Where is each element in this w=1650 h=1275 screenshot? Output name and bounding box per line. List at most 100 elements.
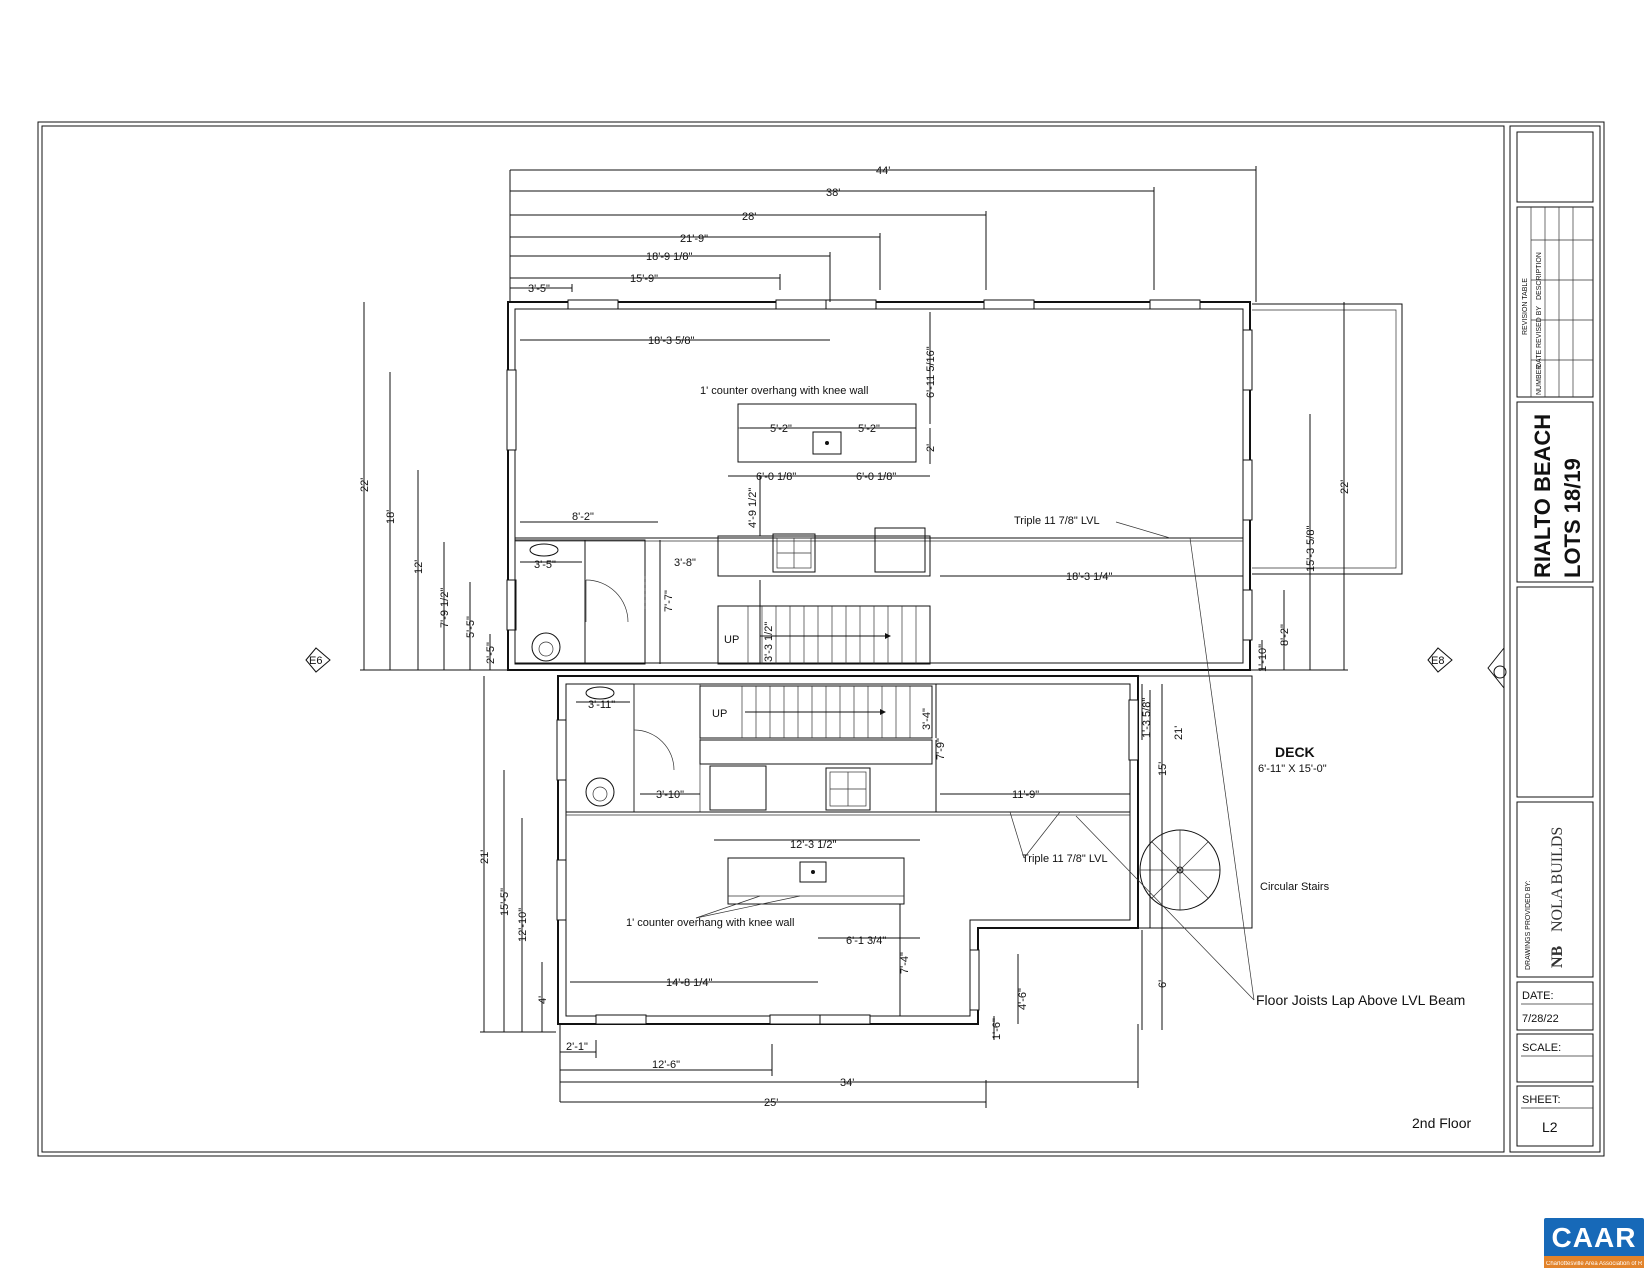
upper-closet (584, 539, 646, 665)
floor-label: 2nd Floor (1412, 1115, 1471, 1131)
dim-lower-3-11: 3'-11" (588, 699, 615, 711)
circular-stairs-label: Circular Stairs (1260, 881, 1330, 893)
upper-porch (1252, 303, 1403, 575)
dim-upper-5-2-b: 5'-2" (858, 423, 880, 435)
revision-table-label: REVISION TABLE (1522, 278, 1529, 335)
right-upper-dimension-lines (1250, 302, 1348, 671)
deck-title: DECK (1275, 744, 1315, 760)
lower-kitchen-island (727, 857, 905, 905)
lower-stairs-up-label: UP (712, 708, 727, 720)
note-counter-upper: 1' counter overhang with knee wall (700, 385, 868, 397)
revision-table (1516, 206, 1594, 398)
upper-range-icon (772, 533, 816, 573)
date-label: DATE: (1522, 990, 1554, 1002)
revision-col-date: DATE (1536, 350, 1543, 368)
dim-lower-14-8: 14'-8 1/4" (666, 977, 712, 989)
caar-logo-text: CAAR (1551, 1222, 1637, 1253)
lower-range-icon (825, 767, 871, 811)
revision-col-revised: REVISED BY (1536, 306, 1543, 348)
upper-stairs (717, 605, 931, 665)
upper-room-dimension-lines (520, 312, 1243, 664)
caar-badge-subtitle: Charlottesville Area Association of REAL… (1546, 1261, 1642, 1267)
north-arrow-icon (1487, 646, 1507, 690)
dim-upper-3-5: 3'-5" (534, 559, 556, 571)
dim-lower-6-1: 6'-1 3/4" (846, 935, 886, 947)
dim-lower-6: 6' (1157, 980, 1169, 988)
dim-left-18: 18' (385, 510, 397, 524)
dim-right-1-10: 1'-10" (1257, 644, 1269, 672)
dim-left-lower-15-5: 15'-5" (499, 888, 511, 916)
svg-text:E8: E8 (1431, 655, 1444, 667)
revision-col-number: NUMBER (1536, 365, 1543, 395)
dim-lower-11-9: 11'-9" (1012, 789, 1039, 801)
dim-left-7-9: 7'-9 1/2" (439, 588, 451, 628)
upper-counter (717, 535, 931, 577)
dim-bottom-34: 34' (840, 1077, 854, 1089)
bottom-dimension-lines (559, 1024, 1139, 1108)
dim-top-18-9: 18'-9 1/8" (646, 251, 692, 263)
lower-toilet-icon (585, 686, 615, 700)
dim-upper-3-8: 3'-8" (674, 557, 696, 569)
deck-size: 6'-11" X 15'-0" (1258, 763, 1327, 775)
brand-name: NOLA BUILDS (1549, 827, 1566, 932)
lower-sink-icon (799, 861, 827, 883)
dim-top-28: 28' (742, 211, 756, 223)
lower-unit: UP (556, 675, 1139, 1025)
dim-upper-8-2: 8'-2" (572, 511, 594, 523)
dim-upper-6-0-b: 6'-0 1/8" (856, 471, 896, 483)
dim-lower-4-6: 4'-6" (1017, 988, 1029, 1010)
lower-lavatory-icon (585, 777, 615, 807)
sheet-value: L2 (1542, 1119, 1558, 1135)
brand-logo-mark: NB (1549, 945, 1566, 968)
date-value: 7/28/22 (1522, 1013, 1559, 1025)
dim-upper-4-9: 4'-9 1/2" (747, 488, 759, 528)
caar-badge: CAAR Charlottesville Area Association of… (1544, 1218, 1644, 1268)
dim-top-21-9: 21'-9" (680, 233, 708, 245)
drawings-by-label: DRAWINGS PROVIDED BY: (1525, 880, 1532, 970)
top-dimensions (509, 166, 1257, 302)
dim-lower-12-3: 12'-3 1/2" (790, 839, 836, 851)
lower-room-dimension-lines (570, 684, 1163, 1040)
section-marker-e6: E6 (305, 647, 331, 673)
sheet-label: SHEET: (1522, 1094, 1561, 1106)
dim-bottom-2-1: 2'-1" (566, 1041, 588, 1053)
upper-lavatory-icon (531, 632, 561, 662)
deck: DECK 6'-11" X 15'-0" Circular Stairs (1138, 675, 1330, 929)
note-lvl-lower: Triple 11 7/8" LVL (1022, 853, 1108, 865)
dim-left-lower-4: 4' (537, 996, 549, 1004)
lower-fridge-icon (709, 765, 767, 811)
dim-lower-1-3: 1'-3 5/8" (1141, 698, 1153, 738)
upper-stairs-up-label: UP (724, 634, 739, 646)
dim-bottom-12-6: 12'-6" (652, 1059, 680, 1071)
left-lower-dimension-lines (480, 676, 556, 1033)
caar-badge-bar: Charlottesville Area Association of REAL… (1544, 1256, 1644, 1268)
dim-lower-15: 15' (1157, 762, 1169, 776)
dim-lower-3-4: 3'-4" (921, 708, 933, 730)
scale-label: SCALE: (1522, 1042, 1561, 1054)
dim-lower-7-9: 7'-9" (935, 738, 947, 760)
lower-stairs (699, 685, 933, 739)
upper-kitchen-island (737, 403, 917, 463)
section-marker-e8: E8 (1427, 647, 1453, 673)
dim-upper-6-11: 6'-11 5/16" (925, 346, 937, 398)
dim-upper-18-3-5-8: 18'-3 5/8" (648, 335, 694, 347)
dim-left-5-5: 5'-5" (465, 616, 477, 638)
dim-top-3-5: 3'-5" (528, 283, 550, 295)
note-floor-joists: Floor Joists Lap Above LVL Beam (1256, 992, 1465, 1008)
dim-left-22: 22' (359, 478, 371, 492)
upper-toilet-icon (529, 543, 559, 557)
dim-upper-7-7: 7'-7" (663, 590, 675, 612)
note-counter-lower: 1' counter overhang with knee wall (626, 917, 794, 929)
dim-left-2-5: 2'-5" (485, 642, 497, 664)
dim-upper-2: 2' (925, 444, 937, 452)
sheet-border-outer (37, 121, 1605, 1157)
project-title-line2: LOTS 18/19 (1560, 458, 1585, 578)
note-lvl-upper: Triple 11 7/8" LVL (1014, 515, 1100, 527)
dim-upper-6-0-a: 6'-0 1/8" (756, 471, 796, 483)
svg-text:E6: E6 (309, 655, 322, 667)
title-block: REVISION TABLE NUMBER DATE REVISED BY DE… (1509, 125, 1601, 1153)
upper-fridge-icon (874, 527, 926, 573)
upper-sink-icon (812, 431, 842, 455)
dim-upper-18-3-1-4: 18'-3 1/4" (1066, 571, 1112, 583)
